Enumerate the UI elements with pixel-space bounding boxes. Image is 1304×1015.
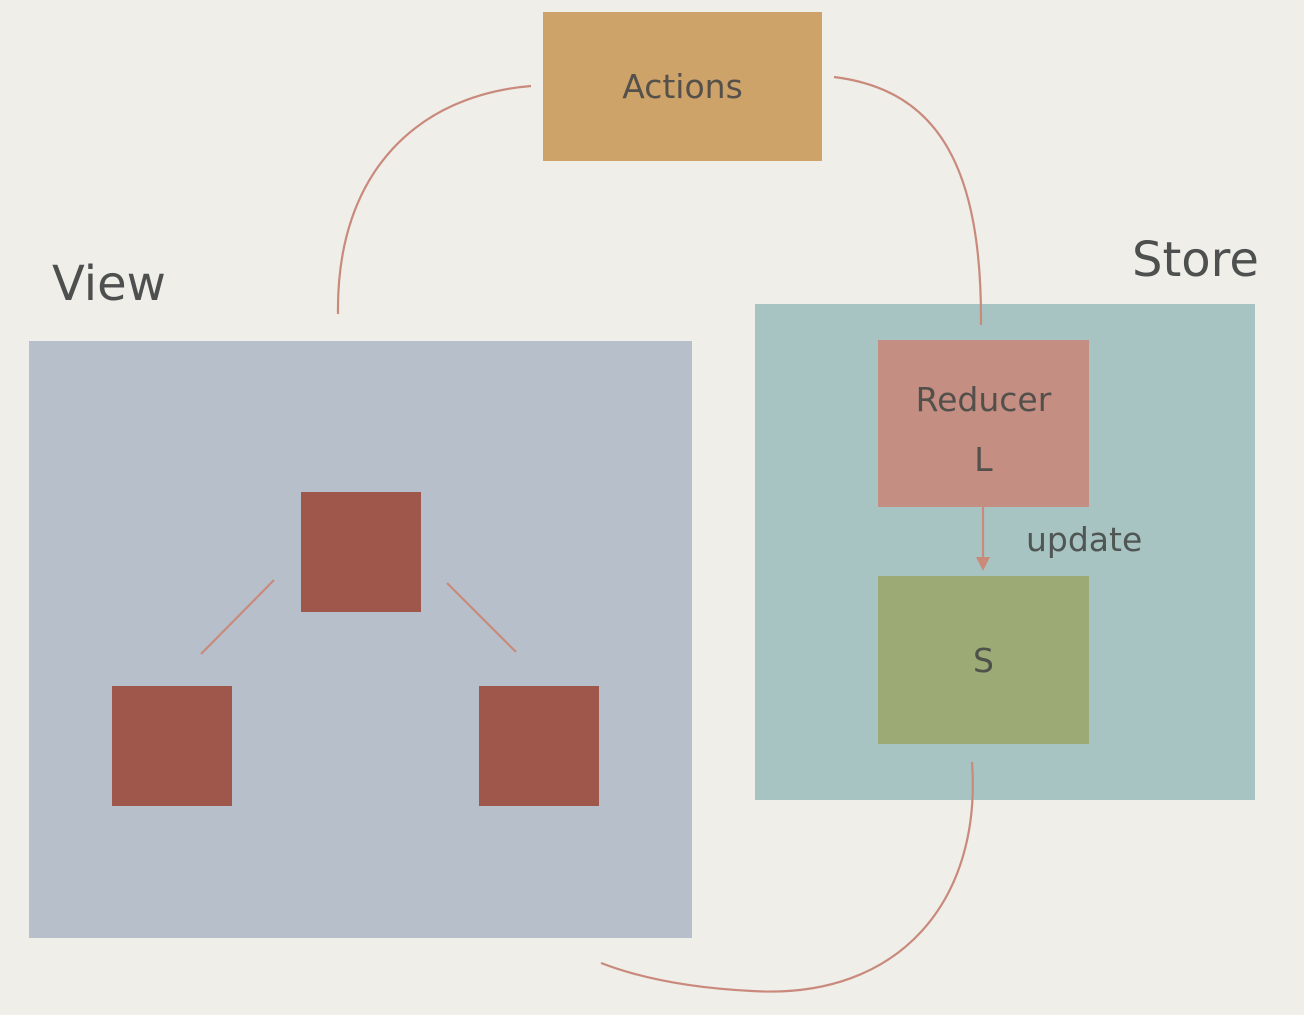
view-to-actions-arrow: [336, 84, 532, 315]
actions-label: Actions: [622, 67, 743, 106]
reducer-sub-label: L: [974, 440, 993, 479]
state-label: S: [973, 640, 994, 680]
reducer-box: Reducer L: [878, 340, 1089, 507]
store-title: Store: [1132, 232, 1259, 288]
component-node-right: [479, 686, 599, 806]
component-node-left: [112, 686, 232, 806]
actions-to-reducer-arrow: [833, 75, 983, 326]
view-title: View: [52, 256, 166, 312]
actions-box: Actions: [543, 12, 822, 161]
update-label: update: [1026, 520, 1143, 559]
component-node-root: [301, 492, 421, 612]
reducer-label: Reducer: [915, 380, 1052, 419]
state-box: S: [878, 576, 1089, 744]
view-panel: [29, 341, 692, 938]
